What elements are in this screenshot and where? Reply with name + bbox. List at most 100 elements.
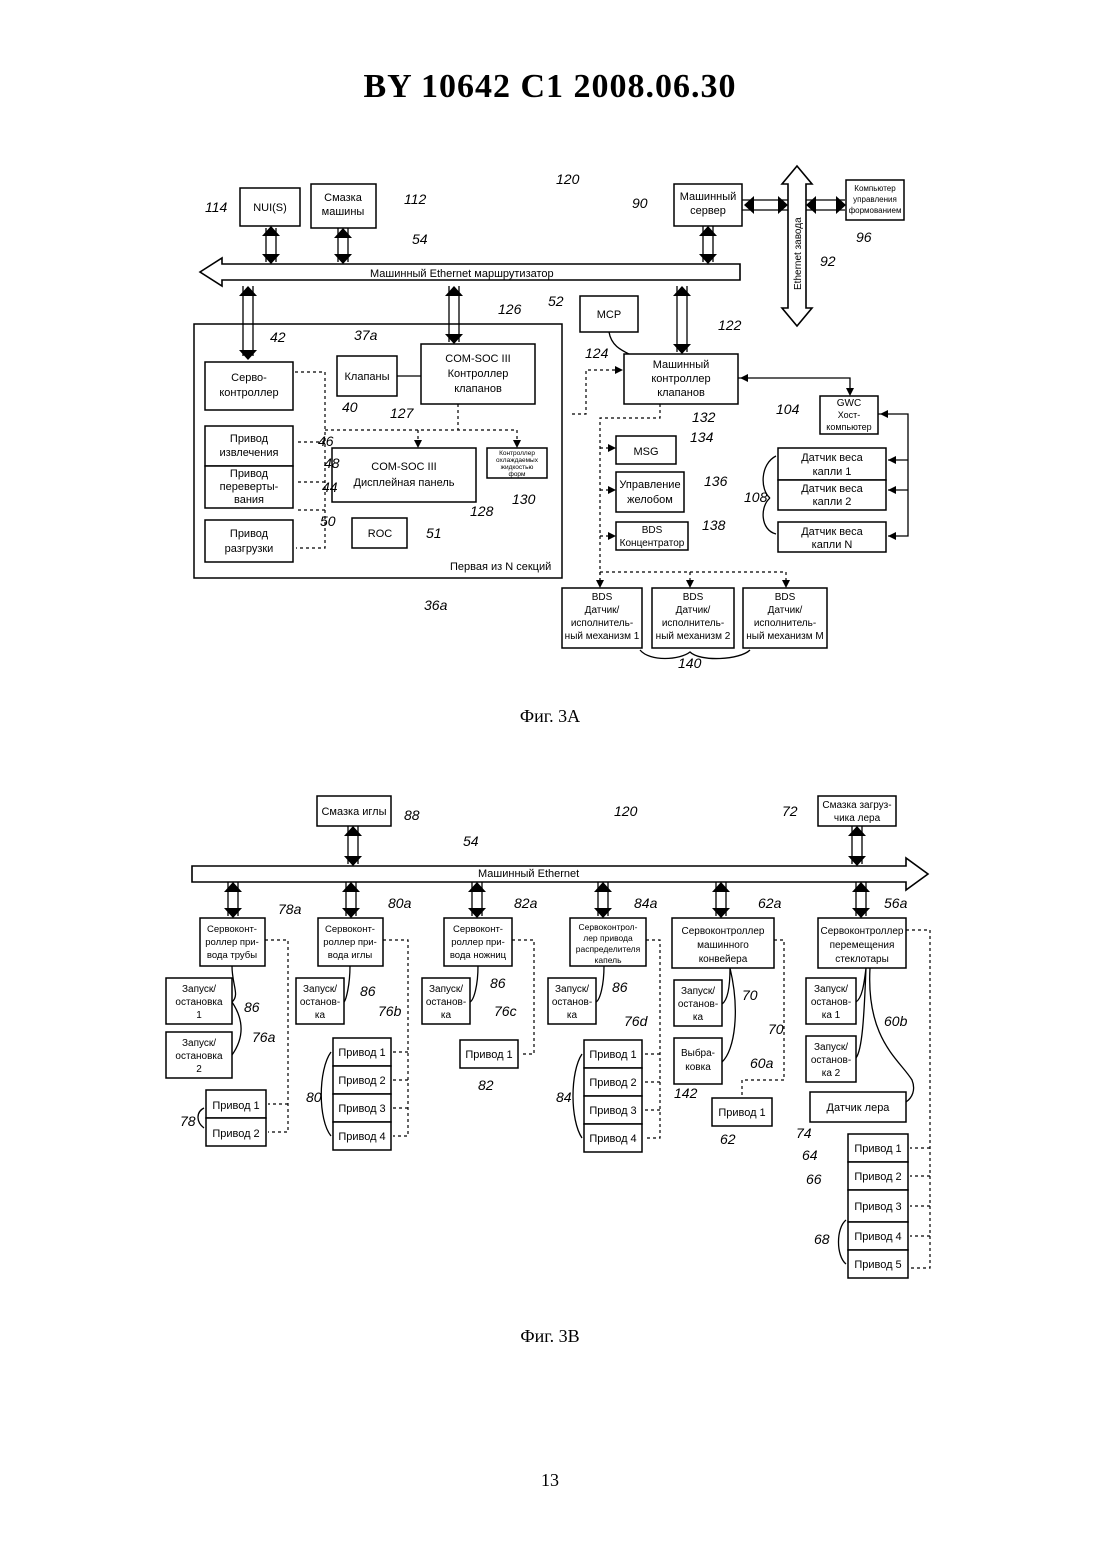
sse-label-3: ка bbox=[567, 1010, 578, 1021]
ref-70-a: 70 bbox=[742, 987, 758, 1003]
bdsc-label-1: BDS bbox=[642, 525, 663, 536]
ref-124: 124 bbox=[585, 345, 609, 361]
gs1-label-b: капли 1 bbox=[813, 466, 852, 478]
cool-label-4: форм bbox=[508, 471, 526, 478]
ref-68: 68 bbox=[814, 1231, 830, 1247]
c56-label-1: Сервоконтроллер bbox=[821, 926, 904, 937]
ref-51: 51 bbox=[426, 525, 442, 541]
ref-132: 132 bbox=[692, 409, 716, 425]
ref-78a: 78а bbox=[278, 901, 302, 917]
nui-label: NUI(S) bbox=[253, 202, 287, 214]
servo-label-1: Серво- bbox=[231, 372, 267, 384]
disp-label-1: COM-SOC III bbox=[371, 461, 436, 473]
ref-82: 82 bbox=[478, 1077, 494, 1093]
tube-drive-1-label: Привод 1 bbox=[212, 1100, 259, 1112]
conveyor-drive-1-label: Привод 1 bbox=[718, 1107, 765, 1119]
ssc-label-1: Запуск/ bbox=[303, 984, 337, 995]
ssf-label-1: Запуск/ bbox=[681, 986, 715, 997]
ref-138: 138 bbox=[702, 517, 726, 533]
ref-44: 44 bbox=[322, 479, 338, 495]
ssg-label-3: ка 1 bbox=[822, 1010, 841, 1021]
bds1-label-2: исполнитель- bbox=[571, 618, 633, 629]
ref-92: 92 bbox=[820, 253, 836, 269]
gwc-label-1: GWC bbox=[837, 398, 861, 409]
c80-label-3: вода иглы bbox=[328, 950, 373, 961]
bds1-label-0: BDS bbox=[592, 592, 613, 603]
ssh-label-1: Запуск/ bbox=[814, 1042, 848, 1053]
ssc-label-2: останов- bbox=[300, 997, 340, 1008]
server-label-2: сервер bbox=[690, 205, 726, 217]
figure-3a: Машинный Ethernet маршрутизатор Ethernet… bbox=[0, 0, 1100, 680]
c78-label-2: роллер при- bbox=[205, 937, 259, 948]
ref-52: 52 bbox=[548, 293, 564, 309]
ref-66: 66 bbox=[806, 1171, 822, 1187]
ref-140: 140 bbox=[678, 655, 702, 671]
gsn-label-b: капли N bbox=[812, 539, 853, 551]
lube-label-2: машины bbox=[322, 206, 365, 218]
ssb-label-3: 2 bbox=[196, 1064, 202, 1075]
ssc-label-3: ка bbox=[315, 1010, 326, 1021]
ref-50: 50 bbox=[320, 513, 336, 529]
ssd-label-2: останов- bbox=[426, 997, 466, 1008]
ref-80a: 80а bbox=[388, 895, 412, 911]
ref-86-b: 86 bbox=[360, 983, 376, 999]
c84-label-2: лер привода bbox=[583, 933, 633, 943]
bus-label: Машинный Ethernet маршрутизатор bbox=[370, 268, 554, 280]
comsoc-label-2: Контроллер bbox=[448, 368, 509, 380]
reject-box bbox=[674, 1038, 722, 1084]
page-number: 13 bbox=[0, 1470, 1100, 1491]
inv-label-3: вания bbox=[234, 494, 264, 506]
figure-3a-caption: Фиг. 3А bbox=[0, 706, 1100, 727]
c82-label-1: Сервоконт- bbox=[453, 924, 503, 935]
c84-label-3: распределителя bbox=[576, 944, 641, 954]
reject-label-1: Выбра- bbox=[681, 1047, 715, 1059]
bdsm-label-1: Датчик/ bbox=[768, 605, 803, 616]
valves-label: Клапаны bbox=[345, 371, 390, 383]
c56-label-2: перемещения bbox=[830, 940, 895, 951]
ref-82a: 82а bbox=[514, 895, 538, 911]
fpc-label-3: формованием bbox=[849, 206, 902, 215]
c82-label-3: вода ножниц bbox=[450, 950, 507, 961]
ref-88: 88 bbox=[404, 807, 420, 823]
fpc-label-2: управления bbox=[853, 195, 897, 204]
ssh-label-3: ка 2 bbox=[822, 1068, 841, 1079]
comsoc-label-3: клапанов bbox=[454, 383, 502, 395]
ref-108: 108 bbox=[744, 489, 768, 505]
ref-142: 142 bbox=[674, 1085, 698, 1101]
figure-3b: Смазка иглы Смазка загруз- чика лера Маш… bbox=[0, 780, 1100, 1300]
cool-label-3: жидкостью bbox=[501, 464, 534, 471]
mvc-label-3: клапанов bbox=[657, 387, 705, 399]
ssb-label-1: Запуск/ bbox=[182, 1038, 216, 1049]
needle-drive-3-label: Привод 3 bbox=[338, 1103, 385, 1115]
ref-76d: 76d bbox=[624, 1013, 649, 1029]
ext-label-2: извлечения bbox=[220, 447, 279, 459]
c84-label-4: капель bbox=[594, 955, 622, 965]
bds2-label-1: Датчик/ bbox=[676, 605, 711, 616]
cool-label-2: охлаждаемых bbox=[496, 457, 539, 464]
ref-120: 120 bbox=[614, 803, 638, 819]
reject-label-2: ковка bbox=[685, 1062, 711, 1073]
inv-label-1: Привод bbox=[230, 468, 269, 480]
c82-label-2: роллер при- bbox=[451, 937, 505, 948]
unl-label-2: разгрузки bbox=[225, 543, 274, 555]
ref-46: 46 bbox=[318, 433, 334, 449]
needle-drive-2-label: Привод 2 bbox=[338, 1075, 385, 1087]
ssb-label-2: остановка bbox=[175, 1051, 223, 1062]
ssh-label-2: останов- bbox=[811, 1055, 851, 1066]
distributor-drive-1-label: Привод 1 bbox=[589, 1049, 636, 1061]
roc-label: ROC bbox=[368, 528, 393, 540]
ssg-label-2: останов- bbox=[811, 997, 851, 1008]
plant-ethernet-label: Ethernet завода bbox=[793, 217, 804, 290]
ref-122: 122 bbox=[718, 317, 742, 333]
ref-120: 120 bbox=[556, 171, 580, 187]
fpc-label-1: Компьютер bbox=[854, 184, 896, 193]
ref-104: 104 bbox=[776, 401, 800, 417]
bus-label: Машинный Ethernet bbox=[478, 868, 579, 880]
ref-112: 112 bbox=[404, 191, 427, 207]
ref-64: 64 bbox=[802, 1147, 818, 1163]
servo-controller-box bbox=[205, 362, 293, 410]
tube-drive-2-label: Привод 2 bbox=[212, 1128, 259, 1140]
ref-76b: 76b bbox=[378, 1003, 402, 1019]
ref-86-d: 86 bbox=[612, 979, 628, 995]
mvc-label-1: Машинный bbox=[653, 359, 710, 371]
